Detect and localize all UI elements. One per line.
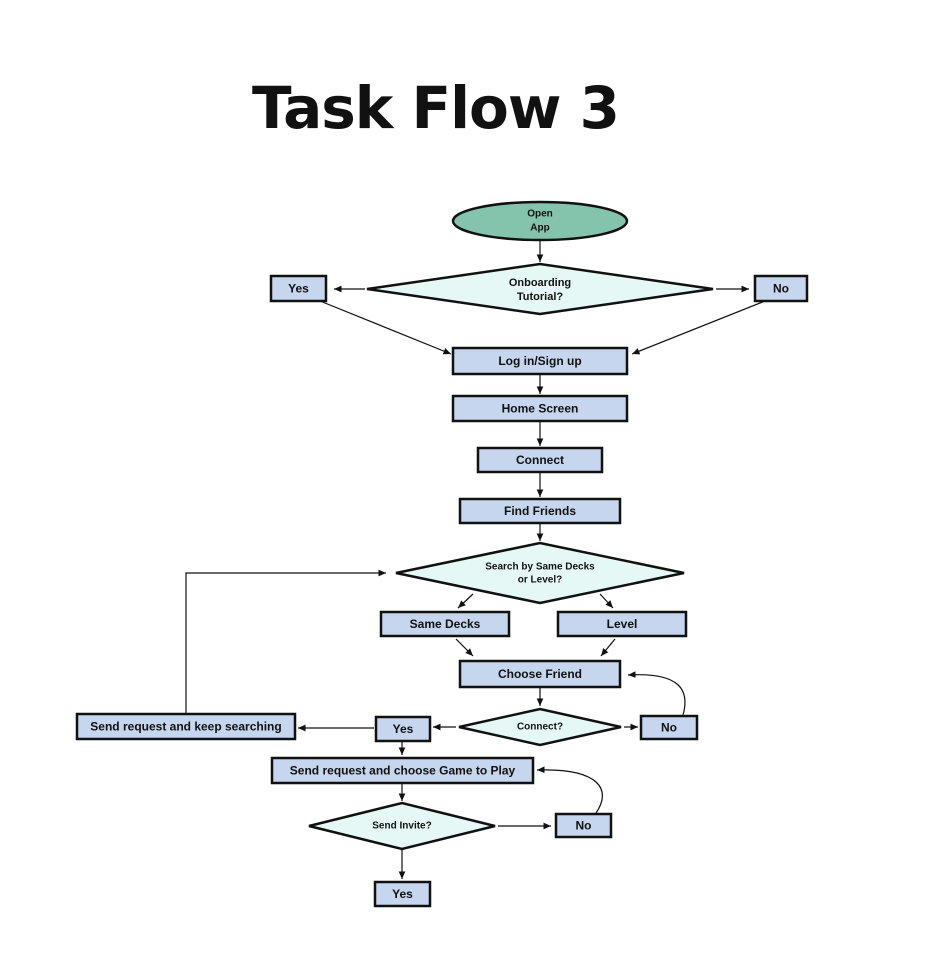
arrow-yes-to-login (319, 300, 452, 355)
send-choose-game-label: Send request and choose Game to Play (290, 764, 516, 778)
arrow-same-decks-to-choose (455, 638, 474, 657)
send-choose-game-node: Send request and choose Game to Play (270, 756, 535, 785)
arrow-no-loop-to-choose (627, 671, 686, 716)
connect-node: Connect (476, 446, 604, 474)
arrow-search-to-same-decks (457, 593, 474, 609)
onboarding-label-line2: Tutorial? (517, 291, 564, 303)
home-screen-node: Home Screen (451, 394, 629, 423)
onboarding-yes-label: Yes (288, 282, 309, 296)
arrow-invite-no-loop-to-send-choose (536, 766, 603, 814)
search-by-decision: Search by Same Decks or Level? (395, 541, 685, 605)
onboarding-label-line1: Onboarding (509, 277, 571, 289)
search-by-label-line1: Search by Same Decks (485, 562, 595, 573)
arrow-no-to-login (631, 300, 766, 355)
page-title: Task Flow 3 (252, 74, 620, 142)
arrow-level-to-choose (600, 638, 616, 657)
level-label: Level (607, 617, 638, 631)
send-keep-searching-label: Send request and keep searching (90, 720, 281, 734)
onboarding-yes-node: Yes (269, 274, 328, 303)
home-screen-label: Home Screen (502, 402, 579, 416)
same-decks-node: Same Decks (379, 610, 511, 638)
connect-no-label: No (661, 721, 677, 735)
connect-decision: Connect? (458, 707, 622, 747)
invite-no-label: No (576, 819, 592, 833)
arrow-search-to-level (599, 593, 614, 609)
open-app-label-line1: Open (527, 209, 553, 220)
choose-friend-label: Choose Friend (498, 667, 582, 681)
onboarding-no-node: No (753, 274, 809, 303)
invite-no-node: No (554, 812, 613, 839)
onboarding-no-label: No (773, 282, 789, 296)
send-invite-decision: Send Invite? (308, 801, 496, 851)
send-keep-searching-node: Send request and keep searching (75, 712, 297, 741)
choose-friend-node: Choose Friend (458, 659, 622, 689)
send-invite-label: Send Invite? (372, 821, 431, 832)
open-app-node: Open App (451, 200, 629, 242)
open-app-label-line2: App (530, 223, 549, 234)
arrow-send-keep-loop-to-search (185, 569, 386, 714)
level-node: Level (556, 610, 688, 638)
connect-decision-label: Connect? (517, 722, 563, 733)
connect-label: Connect (516, 453, 564, 467)
onboarding-decision: Onboarding Tutorial? (366, 262, 714, 316)
connect-yes-label: Yes (393, 722, 414, 736)
login-label: Log in/Sign up (498, 354, 581, 368)
search-by-label-line2: or Level? (518, 575, 562, 586)
invite-yes-node: Yes (373, 880, 432, 908)
connect-no-node: No (639, 714, 699, 741)
login-node: Log in/Sign up (451, 346, 629, 376)
invite-yes-label: Yes (392, 887, 413, 901)
find-friends-node: Find Friends (458, 497, 622, 525)
find-friends-label: Find Friends (504, 504, 576, 518)
connectors (185, 240, 766, 879)
connect-yes-node: Yes (374, 715, 432, 743)
same-decks-label: Same Decks (410, 617, 481, 631)
